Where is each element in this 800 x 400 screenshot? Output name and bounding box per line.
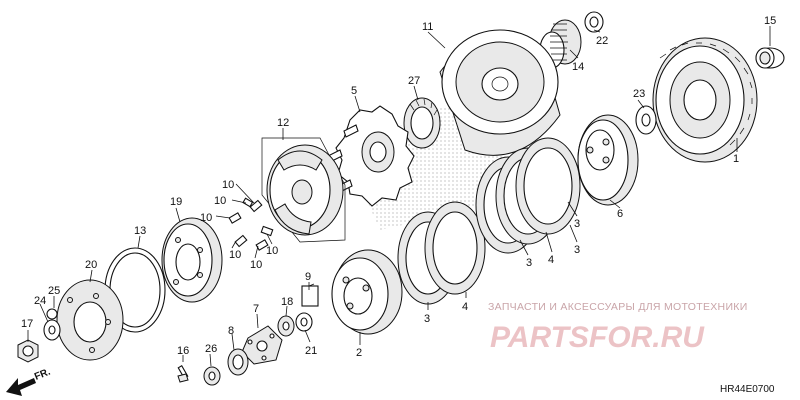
callout-3-a: 3 xyxy=(424,313,430,325)
side-plate xyxy=(161,217,223,303)
clutch-drum xyxy=(439,29,561,156)
callout-10-d: 10 xyxy=(229,249,241,261)
callout-labels: 1 2 3 3 3 3 4 4 4 5 6 7 8 9 10 10 10 10 … xyxy=(21,15,776,359)
callout-6: 6 xyxy=(617,208,623,220)
drive-plate xyxy=(327,105,415,207)
front-direction-arrow: FR. xyxy=(6,366,52,396)
lifter-bearing xyxy=(277,315,295,337)
thrust-washer xyxy=(635,105,657,135)
front-direction-label: FR. xyxy=(33,366,52,382)
callout-4-b: 4 xyxy=(548,254,554,266)
callout-10-c: 10 xyxy=(200,212,212,224)
callout-22: 22 xyxy=(596,35,608,47)
callout-10-f: 10 xyxy=(266,245,278,257)
diagram-code: HR44E0700 xyxy=(720,384,775,395)
callout-18: 18 xyxy=(281,296,293,308)
needle-bearing xyxy=(403,97,441,149)
callout-27: 27 xyxy=(408,75,420,87)
callout-20: 20 xyxy=(85,259,97,271)
callout-7: 7 xyxy=(253,303,259,315)
lock-washer xyxy=(43,319,61,341)
callout-23: 23 xyxy=(633,88,645,100)
watermark-brand: PARTSFOR.RU xyxy=(490,321,705,354)
oil-seal xyxy=(227,348,249,376)
callout-16: 16 xyxy=(177,345,189,357)
centrifugal-clutch xyxy=(261,137,346,243)
pressure-plate xyxy=(331,249,403,335)
clutch-plate-stack xyxy=(397,137,581,305)
callout-26: 26 xyxy=(205,343,217,355)
callout-24: 24 xyxy=(34,295,46,307)
spring-pins xyxy=(228,197,274,251)
callout-19: 19 xyxy=(170,196,182,208)
callout-3-b: 3 xyxy=(526,257,532,269)
callout-3-c: 3 xyxy=(574,244,580,256)
callout-14: 14 xyxy=(572,61,584,73)
callout-10-a: 10 xyxy=(222,179,234,191)
clutch-outer xyxy=(652,37,758,163)
callout-2: 2 xyxy=(356,347,362,359)
callout-8: 8 xyxy=(228,325,234,337)
callout-21: 21 xyxy=(305,345,317,357)
callout-25: 25 xyxy=(48,285,60,297)
clutch-spring xyxy=(301,283,319,307)
lock-nut xyxy=(17,339,39,363)
ball-bearing xyxy=(203,366,221,386)
watermark-caption: ЗАПЧАСТИ И АКСЕССУАРЫ ДЛЯ МОТОТЕХНИКИ xyxy=(488,301,748,313)
callout-13: 13 xyxy=(134,225,146,237)
callout-15: 15 xyxy=(764,15,776,27)
callout-17: 17 xyxy=(21,318,33,330)
collar xyxy=(755,47,785,69)
callout-1: 1 xyxy=(733,153,739,165)
friction-disk xyxy=(56,279,124,361)
callout-9: 9 xyxy=(305,271,311,283)
gear-washer xyxy=(584,11,604,33)
callout-10-b: 10 xyxy=(214,195,226,207)
leader-lines xyxy=(27,26,771,367)
callout-12: 12 xyxy=(277,117,289,129)
flange-bolt xyxy=(177,365,189,383)
callout-11: 11 xyxy=(422,21,433,33)
callout-5: 5 xyxy=(351,85,357,97)
clutch-center xyxy=(577,114,639,206)
callout-10-e: 10 xyxy=(250,259,262,271)
callout-4-a: 4 xyxy=(462,301,468,313)
spring-washer xyxy=(46,308,58,320)
lifter-washer xyxy=(295,312,313,332)
callout-3-d: 3 xyxy=(574,218,580,230)
